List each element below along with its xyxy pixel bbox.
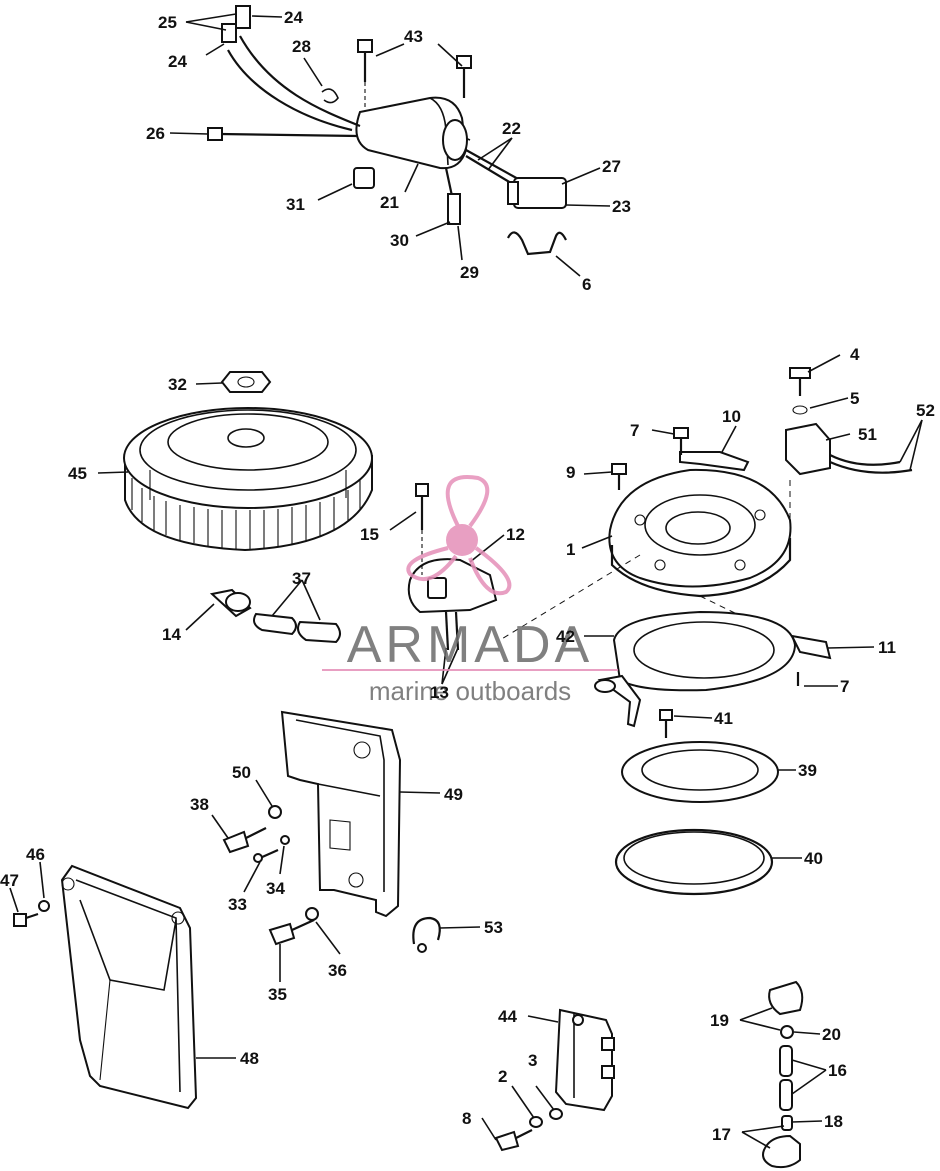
retainer-plate (594, 610, 832, 738)
callout-label: 46 (26, 845, 45, 864)
callout-label: 10 (722, 407, 741, 426)
callout-label: 53 (484, 918, 503, 937)
callout-label: 6 (582, 275, 591, 294)
callout-label: 29 (460, 263, 479, 282)
callout-label: 35 (268, 985, 287, 1004)
leader-lines (9, 13, 923, 1149)
callout-label: 23 (612, 197, 631, 216)
callout-label: 13 (430, 683, 449, 702)
callout-label: 21 (380, 193, 399, 212)
callout-label: 49 (444, 785, 463, 804)
callout-label: 14 (162, 625, 181, 644)
callout-label: 27 (602, 157, 621, 176)
stator-plate (499, 367, 913, 641)
callout-label: 51 (858, 425, 877, 444)
callout-label: 41 (714, 709, 733, 728)
callout-label: 1 (566, 540, 575, 559)
callout-label: 47 (0, 871, 19, 890)
callout-label: 4 (850, 345, 860, 364)
power-pack (494, 1008, 615, 1152)
callout-label: 40 (804, 849, 823, 868)
watermark-logo: ARMADA marine outboards (322, 475, 618, 706)
callout-label: 20 (822, 1025, 841, 1044)
callout-label: 11 (878, 638, 896, 657)
callout-label: 24 (168, 52, 187, 71)
callout-label: 7 (630, 421, 639, 440)
ring-39 (621, 741, 779, 803)
flywheel (123, 371, 373, 552)
callout-label: 33 (228, 895, 247, 914)
callout-label: 5 (850, 389, 859, 408)
callout-label: 36 (328, 961, 347, 980)
callout-label: 19 (710, 1011, 729, 1030)
callout-label: 43 (404, 27, 423, 46)
callout-label: 26 (146, 124, 165, 143)
callout-label: 8 (462, 1109, 471, 1128)
callout-label: 30 (390, 231, 409, 250)
callout-labels: 25 24 24 28 43 26 22 27 31 21 23 30 29 6… (0, 8, 935, 1144)
ring-40 (614, 828, 774, 896)
callout-label: 28 (292, 37, 311, 56)
callout-label: 39 (798, 761, 817, 780)
watermark-tagline: marine outboards (369, 676, 571, 706)
watermark-brand: ARMADA (347, 616, 593, 674)
terminal-parts (762, 980, 804, 1169)
clamp (412, 916, 441, 953)
callout-label: 15 (360, 525, 379, 544)
callout-label: 42 (556, 627, 575, 646)
callout-label: 32 (168, 375, 187, 394)
ignition-coil-assembly (207, 5, 567, 256)
callout-label: 16 (828, 1061, 847, 1080)
callout-label: 48 (240, 1049, 259, 1068)
callout-label: 38 (190, 795, 209, 814)
callout-label: 22 (502, 119, 521, 138)
callout-label: 25 (158, 13, 177, 32)
callout-label: 12 (506, 525, 525, 544)
callout-label: 17 (712, 1125, 731, 1144)
callout-label: 52 (916, 401, 935, 420)
callout-label: 31 (286, 195, 305, 214)
callout-label: 34 (266, 879, 285, 898)
callout-label: 3 (528, 1051, 537, 1070)
callout-label: 37 (292, 569, 311, 588)
callout-label: 44 (498, 1007, 517, 1026)
callout-label: 9 (566, 463, 575, 482)
callout-label: 7 (840, 677, 849, 696)
cover (13, 864, 198, 1110)
callout-label: 24 (284, 8, 303, 27)
connector-sleeves (209, 588, 341, 644)
callout-label: 45 (68, 464, 87, 483)
callout-label: 50 (232, 763, 251, 782)
callout-label: 2 (498, 1067, 507, 1086)
mounting-bracket (222, 710, 402, 946)
callout-label: 18 (824, 1112, 843, 1131)
